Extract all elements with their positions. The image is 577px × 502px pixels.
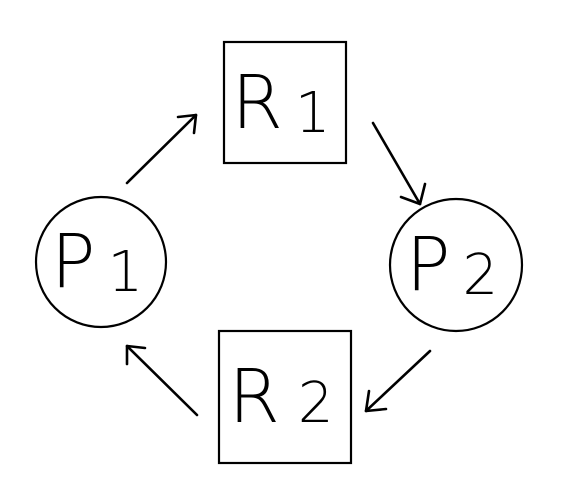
node-r1: R1 bbox=[222, 40, 348, 165]
node-p2: P2 bbox=[388, 197, 524, 333]
node-r2-subscript: 2 bbox=[298, 371, 342, 436]
node-r1-subscript: 1 bbox=[295, 81, 339, 146]
node-p2-circle bbox=[388, 197, 524, 333]
edge-p1-to-r1-arrowhead bbox=[176, 113, 198, 135]
node-p1-circle bbox=[34, 195, 168, 329]
node-p2-letter: P bbox=[406, 222, 459, 308]
node-p1-label: P1 bbox=[51, 219, 151, 305]
edge-p1-to-r1-line bbox=[125, 113, 198, 185]
node-p2-label: P2 bbox=[406, 222, 506, 308]
edge-r1-to-p2 bbox=[371, 121, 427, 206]
edge-r1-to-p2-arrowhead bbox=[399, 182, 427, 206]
node-p1-subscript: 1 bbox=[107, 240, 151, 305]
node-r1-letter: R bbox=[231, 60, 290, 146]
edge-r2-to-p1-line bbox=[125, 344, 199, 417]
edge-p2-to-r2-arrowhead bbox=[364, 389, 388, 413]
node-p1: P1 bbox=[34, 195, 168, 329]
edge-p2-to-r2 bbox=[364, 349, 432, 413]
edge-r2-to-p1 bbox=[125, 344, 199, 417]
edge-p2-to-r2-line bbox=[364, 349, 432, 413]
node-p2-subscript: 2 bbox=[462, 243, 506, 308]
edge-r1-to-p2-line bbox=[371, 121, 422, 206]
node-p1-letter: P bbox=[51, 219, 104, 305]
node-r1-label: R1 bbox=[231, 60, 338, 146]
edge-r2-to-p1-arrowhead bbox=[125, 344, 147, 366]
node-r1-box bbox=[222, 40, 348, 165]
node-r2-box bbox=[217, 329, 353, 465]
node-r2-letter: R bbox=[228, 354, 287, 440]
edge-p1-to-r1 bbox=[125, 113, 198, 185]
